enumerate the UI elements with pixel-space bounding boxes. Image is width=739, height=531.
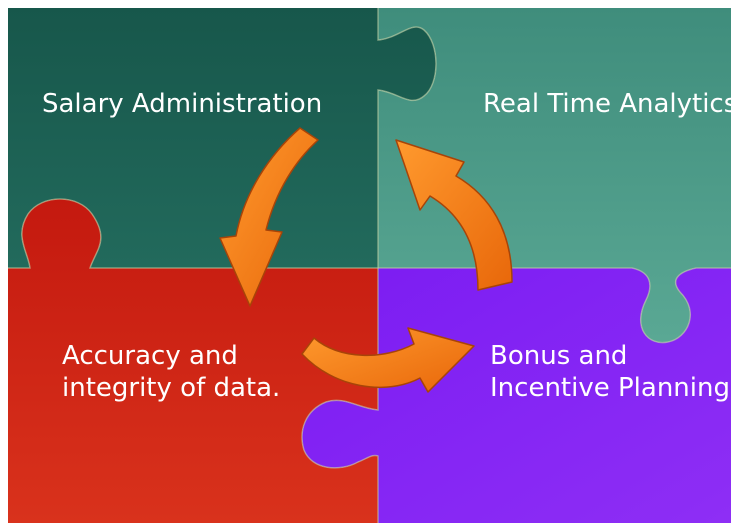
label-accuracy-line-1: Accuracy and	[62, 341, 238, 371]
puzzle-seams	[8, 8, 731, 523]
piece-top-right	[378, 8, 731, 343]
label-bonus-line-1: Bonus and	[490, 341, 627, 371]
label-salary-administration: Salary Administration	[42, 89, 322, 119]
arrow-accuracy-to-bonus	[301, 327, 475, 393]
piece-bottom-left	[8, 199, 378, 523]
cycle-arrows	[219, 127, 513, 393]
label-bonus-line-2: Incentive Planning	[490, 373, 730, 403]
puzzle-pieces	[8, 8, 731, 523]
label-real-time-analytics: Real Time Analytics	[483, 89, 737, 119]
piece-top-left	[8, 8, 436, 268]
arrow-salary-to-accuracy	[219, 127, 319, 307]
arrow-bonus-to-analytics	[395, 139, 513, 291]
piece-labels: Salary Administration Real Time Analytic…	[42, 89, 737, 403]
label-accuracy-line-2: integrity of data.	[62, 373, 280, 403]
